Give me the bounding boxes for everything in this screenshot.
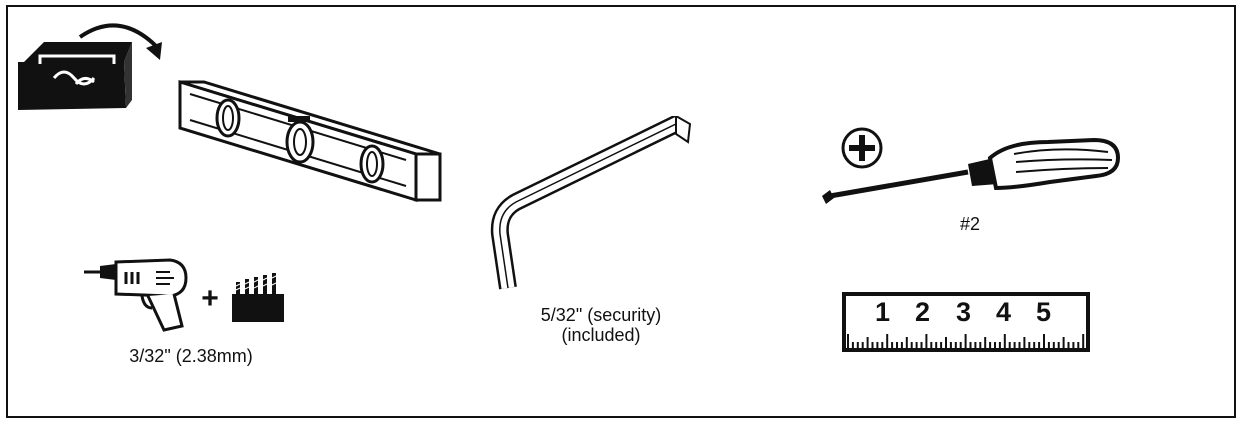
instruction-panel-frame bbox=[6, 5, 1236, 418]
drill-bits-icon bbox=[232, 273, 284, 322]
tape-ruler-icon: 1 2 3 4 5 bbox=[842, 292, 1090, 352]
ruler-number-5: 5 bbox=[1036, 297, 1052, 327]
drill-icon bbox=[84, 258, 188, 332]
spirit-level-icon bbox=[178, 79, 442, 203]
ruler-number-4: 4 bbox=[996, 297, 1012, 327]
phillips-head-symbol-icon bbox=[841, 127, 883, 169]
ruler-number-1: 1 bbox=[875, 297, 891, 327]
plus-sign: + bbox=[201, 282, 219, 315]
drill-bit-size-label: 3/32" (2.38mm) bbox=[129, 346, 253, 366]
ruler-number-3: 3 bbox=[956, 297, 972, 327]
toolbox-icon bbox=[18, 23, 162, 110]
hex-key-size-label: 5/32" (security) bbox=[540, 305, 662, 325]
ruler-number-2: 2 bbox=[915, 297, 931, 327]
screwdriver-size-label: #2 bbox=[959, 214, 981, 234]
hex-key-icon bbox=[490, 116, 692, 290]
hex-key-included-note: (included) bbox=[561, 325, 641, 345]
phillips-screwdriver-icon bbox=[822, 137, 1121, 204]
